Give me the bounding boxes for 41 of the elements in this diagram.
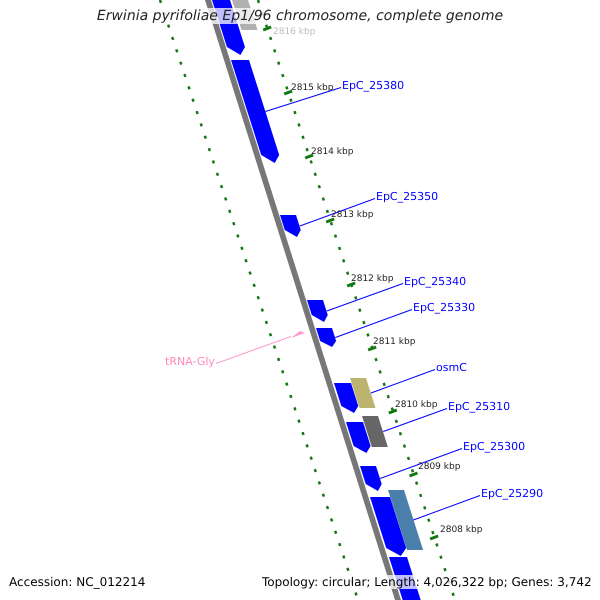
gene-label: EpC_25380 [342, 79, 404, 92]
gene-block [280, 215, 302, 237]
leader-line [334, 309, 412, 338]
summary-text: Topology: circular; Length: 4,026,322 bp; Genes: 3,742 [262, 575, 592, 589]
gene-block [370, 497, 406, 556]
leader-line [380, 448, 462, 479]
gene-block [388, 490, 423, 550]
tick-label: 2810 kbp [395, 400, 438, 410]
gene-block [350, 378, 376, 408]
accession-text: Accession: NC_012214 [9, 575, 146, 589]
gene-label: EpC_25310 [448, 400, 510, 413]
leader-line [299, 198, 376, 226]
leader-line [370, 369, 436, 394]
gene-label: tRNA-Gly [165, 355, 215, 368]
gene-label: EpC_25340 [404, 275, 466, 288]
tick-label: 2812 kbp [351, 274, 394, 284]
gene-block [231, 60, 280, 163]
gene-block [316, 328, 336, 347]
tick-label: 2816 kbp [273, 27, 316, 37]
leader-line [326, 283, 404, 312]
tick-label: 2811 kbp [373, 337, 416, 347]
gene-block [362, 416, 388, 447]
tick-label: 2814 kbp [311, 147, 354, 157]
gene-block [360, 466, 382, 491]
gene-block [334, 383, 358, 413]
tick-label: 2813 kbp [331, 210, 374, 220]
gene-label: EpC_25350 [376, 190, 438, 203]
tick-label: 2808 kbp [440, 525, 482, 535]
gene-label: osmC [436, 361, 467, 374]
gene-label: EpC_25300 [463, 440, 526, 453]
tick-label: 2815 kbp [291, 83, 334, 93]
leader-line [215, 336, 292, 364]
leader-line [264, 87, 342, 112]
leader-line [412, 495, 480, 520]
gene-block [307, 300, 328, 322]
leader-line [382, 408, 448, 432]
trna-marker [291, 331, 305, 338]
gene-label: EpC_25330 [413, 301, 476, 314]
gene-block [346, 422, 371, 453]
tick-label: 2809 kbp [418, 462, 460, 472]
gene-label: EpC_25290 [481, 487, 544, 500]
